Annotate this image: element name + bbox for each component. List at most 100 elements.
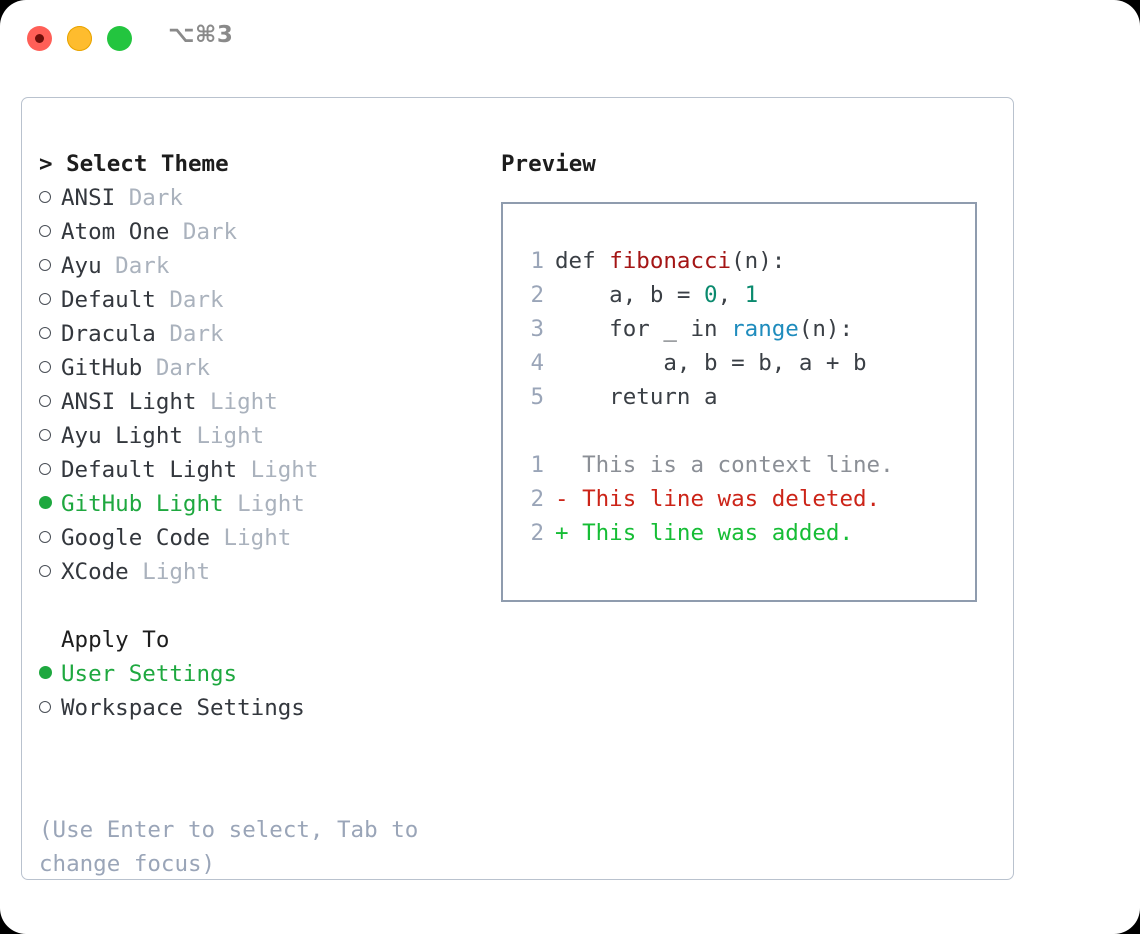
diff-line-text: - This line was deleted. bbox=[555, 486, 881, 512]
theme-option-github[interactable]: GitHub Dark bbox=[39, 351, 489, 385]
theme-option-label: Ayu Light bbox=[61, 423, 183, 449]
radio-unselected-icon bbox=[39, 283, 61, 317]
zoom-button[interactable] bbox=[107, 26, 132, 51]
radio-selected-icon bbox=[39, 487, 61, 521]
theme-option-google-code[interactable]: Google Code Light bbox=[39, 521, 489, 555]
theme-option-label: Default bbox=[61, 287, 156, 313]
diff-line-context: 1 This is a context line. bbox=[520, 448, 894, 482]
code-token-num: 1 bbox=[744, 282, 759, 308]
diff-line-number: 1 bbox=[530, 452, 544, 478]
radio-unselected-icon bbox=[39, 691, 61, 725]
radio-unselected-icon bbox=[39, 521, 61, 555]
theme-category-tag: Dark bbox=[169, 219, 238, 245]
code-token-plain: a, b = bbox=[555, 282, 705, 308]
theme-category-tag: Dark bbox=[155, 321, 224, 347]
minimize-button[interactable] bbox=[67, 26, 92, 51]
theme-option-label: Default Light bbox=[61, 457, 238, 483]
theme-option-ansi-light[interactable]: ANSI Light Light bbox=[39, 385, 489, 419]
theme-category-tag: Dark bbox=[115, 185, 183, 211]
code-token-plain: (n): bbox=[798, 316, 854, 342]
diff-line-text: + This line was added. bbox=[555, 520, 854, 546]
code-token-plain: return a bbox=[555, 384, 718, 410]
theme-option-atom-one[interactable]: Atom One Dark bbox=[39, 215, 489, 249]
theme-option-label: ANSI bbox=[61, 185, 116, 211]
code-line: 3 for _ in range(n): bbox=[520, 312, 894, 346]
apply-to-option-workspace-settings[interactable]: Workspace Settings bbox=[39, 691, 489, 725]
radio-unselected-icon bbox=[39, 317, 61, 351]
code-token-func: fibonacci bbox=[609, 248, 732, 274]
theme-option-label: Google Code bbox=[61, 525, 211, 551]
theme-category-tag: Light bbox=[128, 559, 211, 585]
theme-category-tag: Light bbox=[196, 389, 278, 415]
code-line-number: 1 bbox=[530, 248, 544, 274]
theme-option-label: Dracula bbox=[61, 321, 156, 347]
radio-selected-icon bbox=[39, 657, 61, 691]
close-button[interactable] bbox=[27, 26, 52, 51]
code-line-number: 2 bbox=[530, 282, 544, 308]
diff-line-text: This is a context line. bbox=[555, 452, 894, 478]
apply-to-option-label: Workspace Settings bbox=[61, 695, 305, 721]
theme-option-label: Atom One bbox=[61, 219, 170, 245]
theme-option-label: GitHub Light bbox=[61, 491, 224, 517]
theme-category-tag: Light bbox=[210, 525, 292, 551]
radio-unselected-icon bbox=[39, 249, 61, 283]
apply-to-header: Apply To bbox=[61, 627, 170, 653]
theme-option-label: ANSI Light bbox=[61, 389, 197, 415]
section-spacer bbox=[39, 589, 489, 623]
theme-category-tag: Dark bbox=[101, 253, 170, 279]
code-line: 5 return a bbox=[520, 380, 894, 414]
preview-title: Preview bbox=[501, 151, 596, 177]
radio-unselected-icon bbox=[39, 419, 61, 453]
theme-category-tag: Dark bbox=[142, 355, 211, 381]
theme-option-ayu[interactable]: Ayu Dark bbox=[39, 249, 489, 283]
select-theme-header: > Select Theme bbox=[39, 151, 229, 177]
theme-category-tag: Light bbox=[237, 457, 319, 483]
diff-line-number: 2 bbox=[530, 486, 544, 512]
code-line-number: 3 bbox=[530, 316, 544, 342]
code-line-number: 5 bbox=[530, 384, 544, 410]
theme-category-tag: Light bbox=[223, 491, 305, 517]
radio-unselected-icon bbox=[39, 555, 61, 589]
window-controls bbox=[27, 26, 132, 51]
theme-option-default-light[interactable]: Default Light Light bbox=[39, 453, 489, 487]
theme-category-tag: Dark bbox=[155, 287, 224, 313]
help-text: (Use Enter to select, Tab to change focu… bbox=[39, 817, 419, 877]
radio-unselected-icon bbox=[39, 453, 61, 487]
code-token-plain: , bbox=[717, 282, 745, 308]
code-line: 2 a, b = 0, 1 bbox=[520, 278, 894, 312]
diff-line-added: 2+ This line was added. bbox=[520, 516, 894, 550]
theme-option-dracula[interactable]: Dracula Dark bbox=[39, 317, 489, 351]
diff-line-deleted: 2 - This line was deleted. bbox=[520, 482, 894, 516]
code-diff-separator bbox=[520, 414, 894, 448]
code-token-plain: a, b = b, a + b bbox=[555, 350, 867, 376]
apply-to-option-user-settings[interactable]: User Settings bbox=[39, 657, 489, 691]
theme-option-label: XCode bbox=[61, 559, 129, 585]
radio-unselected-icon bbox=[39, 215, 61, 249]
radio-unselected-icon bbox=[39, 181, 61, 215]
theme-option-default[interactable]: Default Dark bbox=[39, 283, 489, 317]
code-token-plain: for _ in bbox=[555, 316, 732, 342]
theme-option-label: GitHub bbox=[61, 355, 143, 381]
code-line: 4 a, b = b, a + b bbox=[520, 346, 894, 380]
title-bar: ⌥⌘3 bbox=[0, 0, 1140, 76]
theme-option-xcode[interactable]: XCode Light bbox=[39, 555, 489, 589]
theme-option-ansi[interactable]: ANSI Dark bbox=[39, 181, 489, 215]
theme-option-ayu-light[interactable]: Ayu Light Light bbox=[39, 419, 489, 453]
apply-to-option-label: User Settings bbox=[61, 661, 238, 687]
theme-option-label: Ayu bbox=[61, 253, 102, 279]
code-token-plain: def bbox=[555, 248, 610, 274]
theme-option-github-light[interactable]: GitHub Light Light bbox=[39, 487, 489, 521]
code-token-call: range bbox=[731, 316, 799, 342]
radio-unselected-icon bbox=[39, 351, 61, 385]
code-token-num: 0 bbox=[704, 282, 718, 308]
code-line-number: 4 bbox=[530, 350, 544, 376]
